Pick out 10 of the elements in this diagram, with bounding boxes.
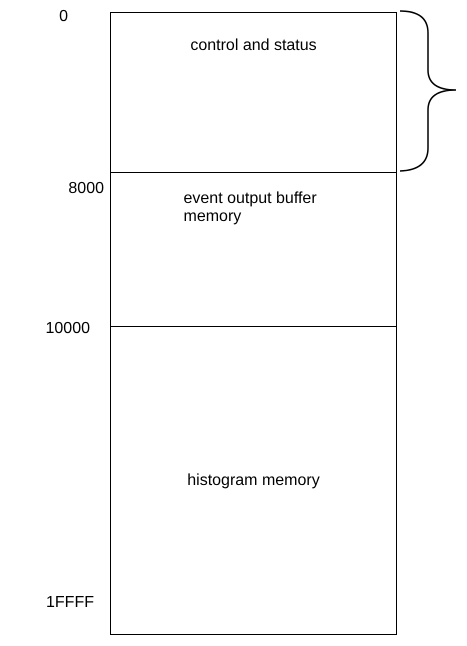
address-label: 8000 xyxy=(67,180,104,198)
memory-region xyxy=(110,12,397,174)
address-label: 10000 xyxy=(44,320,90,338)
address-label: 0 xyxy=(58,8,68,26)
address-label: 1FFFF xyxy=(45,594,94,612)
region-label: event output buffer memory xyxy=(184,190,318,226)
region-label: control and status xyxy=(190,37,317,55)
region-label: histogram memory xyxy=(187,472,320,490)
memory-region xyxy=(110,326,397,635)
memory-region xyxy=(110,172,397,328)
